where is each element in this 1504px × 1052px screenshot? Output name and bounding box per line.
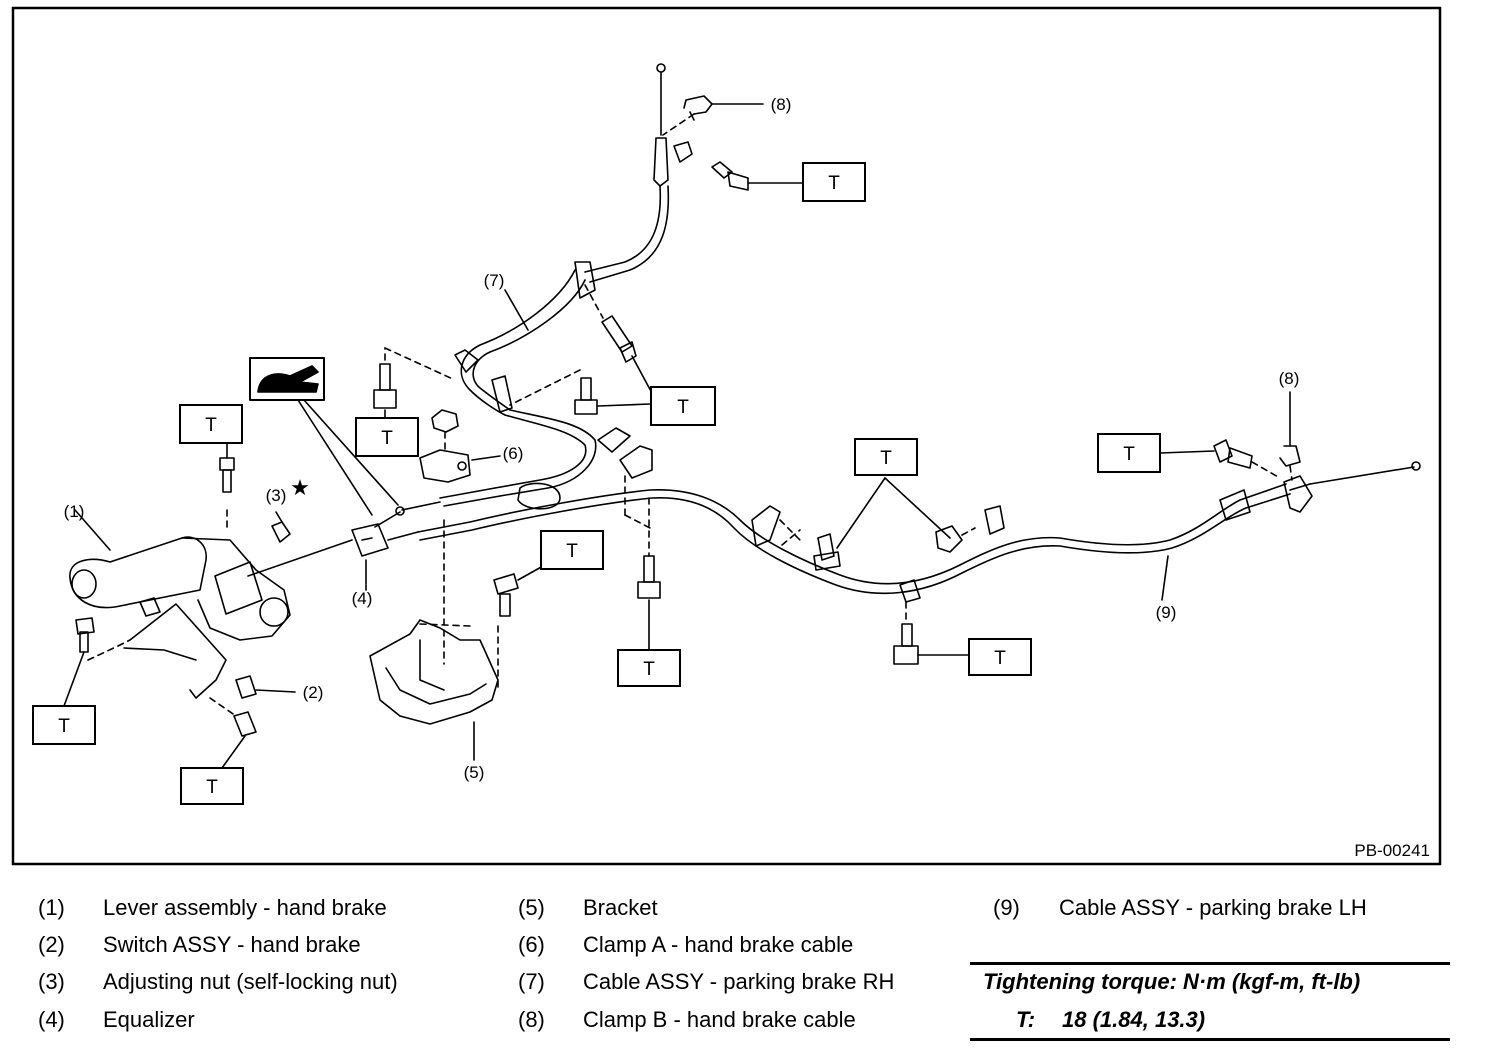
torque-box-11 xyxy=(180,767,244,805)
legend-num: (8) xyxy=(518,1007,545,1032)
torque-box-1 xyxy=(802,162,866,202)
legend-num: (6) xyxy=(518,932,545,957)
figure-code: PB-00241 xyxy=(1354,841,1430,860)
clamp-b-top xyxy=(683,95,713,121)
bolt-lever-bottom xyxy=(233,711,257,737)
lever-assembly xyxy=(69,536,291,699)
torque-box-2 xyxy=(650,386,716,426)
diagram-frame xyxy=(11,6,1442,866)
legend-num: (2) xyxy=(38,932,65,957)
legend-num: (4) xyxy=(38,1007,65,1032)
torque-boxes xyxy=(32,162,1161,805)
grease-icon-box xyxy=(249,357,325,401)
legend-text: Equalizer xyxy=(103,1007,195,1032)
callout-7: (7) xyxy=(484,271,505,290)
nut-clamp-a xyxy=(431,409,459,433)
callout-4: (4) xyxy=(352,589,373,608)
callout-8b: (8) xyxy=(1279,369,1300,388)
legend-text: Switch ASSY - hand brake xyxy=(103,932,361,957)
torque-box-3 xyxy=(355,417,419,457)
cable-assy-rh xyxy=(395,63,670,516)
torque-box-9 xyxy=(968,638,1032,676)
legend-text: Bracket xyxy=(583,895,658,920)
bolt-center xyxy=(574,377,598,415)
legend-text: Cable ASSY - parking brake RH xyxy=(583,969,895,994)
torque-rule-bottom xyxy=(970,1038,1450,1041)
adjusting-nut xyxy=(271,521,291,543)
torque-mark: T xyxy=(206,777,218,798)
equalizer xyxy=(351,523,389,557)
callout-9: (9) xyxy=(1156,603,1177,622)
torque-mark: T xyxy=(566,541,578,562)
torque-mark: T xyxy=(828,173,840,194)
star-icon: ★ xyxy=(290,476,310,501)
callout-1: (1) xyxy=(64,502,85,521)
torque-mark: T xyxy=(880,448,892,469)
clamp-a xyxy=(419,449,471,483)
torque-mark: T xyxy=(994,648,1006,669)
bolt-top xyxy=(711,161,749,191)
torque-mark: T xyxy=(205,415,217,436)
bracket xyxy=(369,519,499,725)
torque-mark: T xyxy=(643,659,655,680)
legend-text: Cable ASSY - parking brake LH xyxy=(1059,895,1367,920)
legend-num: (9) xyxy=(993,895,1020,920)
bolt-lh-mid xyxy=(813,533,841,571)
bolt-rh-left xyxy=(373,363,397,409)
torque-mark: T xyxy=(677,397,689,418)
bolt-lh-lower xyxy=(893,623,919,665)
switch-assy xyxy=(235,675,257,699)
torque-rule-top xyxy=(970,962,1450,965)
torque-label: T: xyxy=(1016,1007,1036,1032)
cable-assy-lh xyxy=(417,461,1421,595)
torque-box-10 xyxy=(32,705,96,745)
legend-text: Clamp A - hand brake cable xyxy=(583,932,854,957)
torque-mark: T xyxy=(1123,444,1135,465)
torque-mark: T xyxy=(381,428,393,449)
legend-num: (3) xyxy=(38,969,65,994)
torque-heading: Tightening torque: N·m (kgf-m, ft-lb) xyxy=(983,969,1361,994)
bolt-bracket xyxy=(493,573,519,617)
torque-box-8 xyxy=(617,649,681,687)
bolt-lever-inner xyxy=(139,597,161,617)
callout-3: (3) xyxy=(266,486,287,505)
torque-box-5 xyxy=(540,530,604,570)
legend-num: (5) xyxy=(518,895,545,920)
legend-text: Lever assembly - hand brake xyxy=(103,895,387,920)
bolt-lh-end xyxy=(1213,439,1253,469)
exploded-diagram: T T T T T T T T T T T (1) (2) (3) (4) (5… xyxy=(11,6,1442,866)
legend-num: (7) xyxy=(518,969,545,994)
torque-value: 18 (1.84, 13.3) xyxy=(1062,1007,1206,1032)
clamp-b-end xyxy=(1279,445,1301,467)
bolt-lever-left xyxy=(75,617,95,653)
legend-num: (1) xyxy=(38,895,65,920)
callout-8a: (8) xyxy=(771,95,792,114)
bolt-lever-top xyxy=(219,457,235,493)
torque-box-4 xyxy=(179,404,243,444)
torque-box-labels: T T T T T T T T T T T xyxy=(58,173,1135,798)
callout-2: (2) xyxy=(303,683,324,702)
bolt-rh-diagonal xyxy=(601,315,637,363)
torque-box-7 xyxy=(1097,433,1161,473)
legend-text: Adjusting nut (self-locking nut) xyxy=(103,969,398,994)
legend-text: Clamp B - hand brake cable xyxy=(583,1007,856,1032)
torque-box-6 xyxy=(854,438,918,476)
callout-6: (6) xyxy=(503,444,524,463)
callout-5: (5) xyxy=(464,763,485,782)
bolt-lh-center xyxy=(637,555,661,599)
callouts: (1) (2) (3) (4) (5) (6) (7) (8) (8) (9) xyxy=(64,95,1300,782)
nut-lh-right xyxy=(935,525,963,553)
torque-mark: T xyxy=(58,716,70,737)
